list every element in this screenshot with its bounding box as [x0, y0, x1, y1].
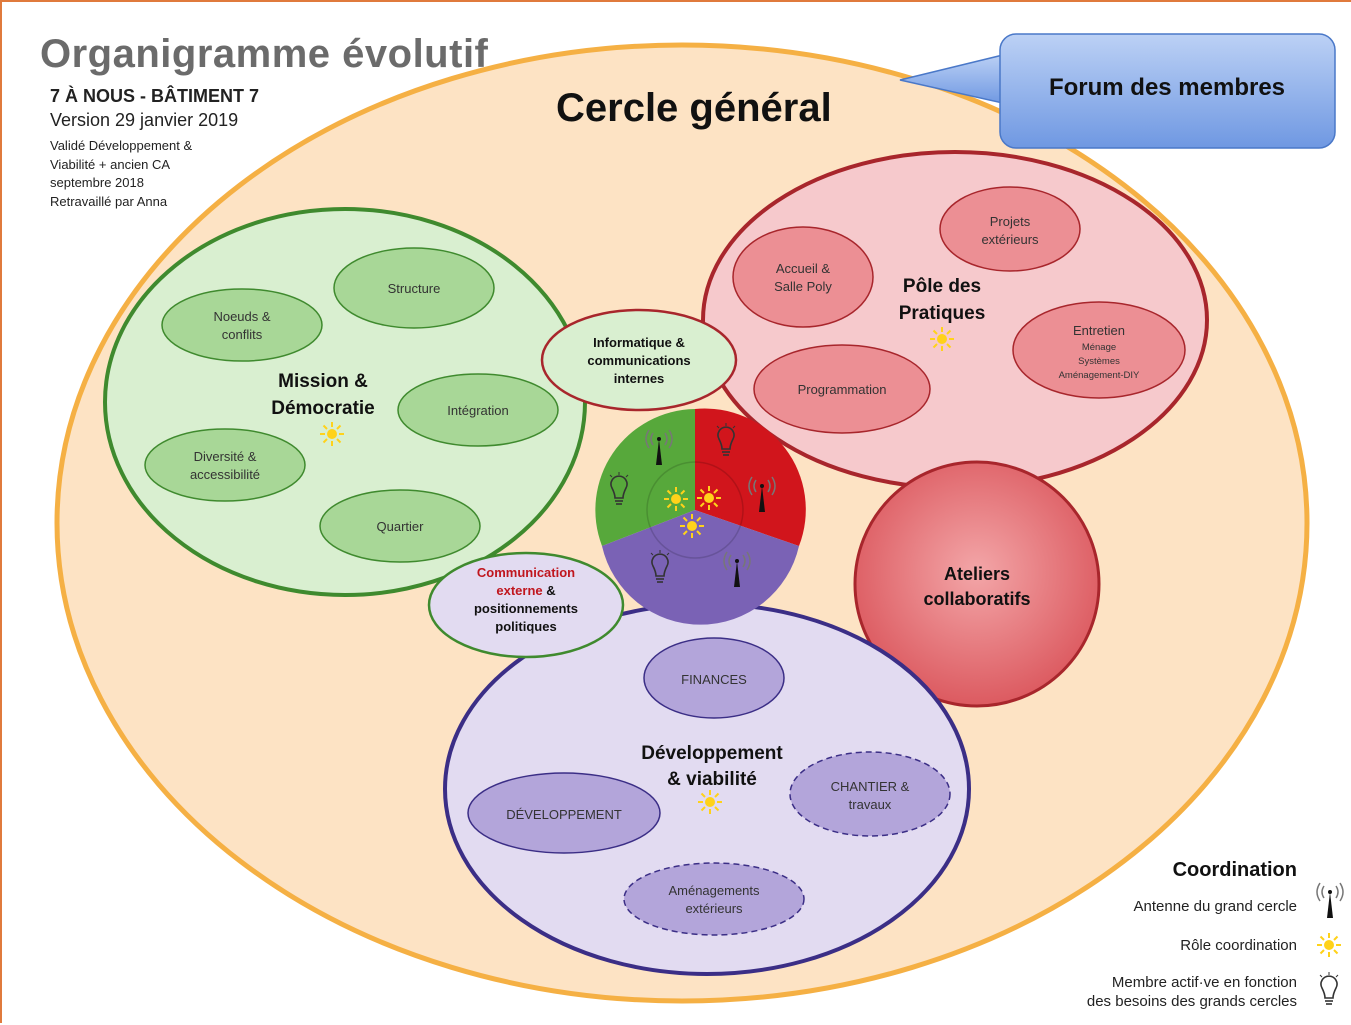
label-structure: Structure — [388, 281, 441, 296]
label-entretien-diy: Aménagement-DIY — [1059, 370, 1140, 381]
pratiques-label: Pôle des — [903, 276, 981, 297]
subcircle-structure — [333, 247, 495, 329]
wheel-segment-purple — [602, 510, 799, 625]
sun-icon — [663, 486, 689, 512]
forum-label: Forum des membres — [1048, 74, 1286, 101]
antenna-icon — [1316, 882, 1344, 919]
subcircle-quartier — [319, 489, 481, 563]
sun-icon — [696, 485, 722, 511]
legend-member-text: Membre actif·ve en fonction des besoins … — [1087, 973, 1297, 1011]
label-chantier: CHANTIER & — [831, 779, 910, 794]
developpement-label: Développement — [641, 743, 783, 764]
note-line: Validé Développement & — [50, 138, 193, 153]
label-quartier: Quartier — [377, 519, 425, 534]
label-finances: FINANCES — [681, 672, 747, 687]
communication-label-3: positionnements — [474, 601, 578, 616]
communication-label: Communication — [477, 565, 575, 580]
label-developpement: DÉVELOPPEMENT — [506, 807, 622, 822]
label-accueil-2: Salle Poly — [774, 279, 832, 294]
center-wheel — [595, 408, 806, 625]
communication-label-2: externe & — [496, 583, 555, 598]
label-entretien: Entretien — [1073, 323, 1125, 338]
wheel-segment-red — [695, 408, 806, 546]
version-text: Version 29 janvier 2019 — [50, 110, 239, 130]
sun-icon — [679, 513, 705, 539]
ateliers-circle — [853, 460, 1101, 708]
note-line: septembre 2018 — [50, 175, 144, 190]
subcircle-developpement — [467, 772, 661, 854]
bridge-labels: Informatique & communications internes C… — [474, 335, 691, 634]
label-integration: Intégration — [447, 403, 508, 418]
legend-antenna-text: Antenne du grand cercle — [1133, 898, 1297, 915]
informatique-label-2: communications — [587, 353, 690, 368]
informatique-label: Informatique & — [593, 335, 685, 350]
legend-member-line: des besoins des grands cercles — [1086, 993, 1297, 1010]
subcircle-integration — [397, 373, 559, 447]
informatique-label-3: internes — [614, 371, 665, 386]
organization-name: 7 À NOUS - BÂTIMENT 7 — [50, 86, 260, 106]
subcircle-noeuds — [161, 288, 323, 362]
subcircle-programmation — [753, 344, 931, 434]
bulb-icon — [1319, 971, 1339, 1005]
subcircle-entretien — [1012, 301, 1186, 399]
informatique-circle — [540, 308, 738, 412]
mission-label: Mission & — [278, 371, 368, 392]
subcircle-projets — [939, 186, 1081, 272]
label-diversite: Diversité & — [194, 449, 257, 464]
note-line: Retravaillé par Anna — [50, 193, 168, 209]
subcircle-amenagements — [623, 862, 805, 936]
legend-role-text: Rôle coordination — [1180, 937, 1297, 954]
label-projets-2: extérieurs — [981, 232, 1039, 247]
legend-member-line: Membre actif·ve en fonction — [1111, 974, 1297, 991]
general-circle-label: Cercle général — [556, 86, 832, 130]
pratiques-label-2: Pratiques — [899, 303, 986, 324]
communication-circle — [427, 551, 625, 659]
label-programmation: Programmation — [798, 382, 887, 397]
label-amenagements: Aménagements — [668, 883, 760, 898]
forum-callout — [999, 33, 1336, 149]
label-noeuds: Noeuds & — [213, 309, 270, 324]
label-noeuds-2: conflits — [222, 327, 263, 342]
subcircle-accueil — [732, 226, 874, 328]
sun-icon — [697, 789, 723, 815]
sun-icon — [1316, 932, 1342, 958]
wheel-segment-green — [595, 409, 695, 546]
page-title: Organigramme évolutif — [40, 32, 489, 76]
sun-icon — [929, 326, 955, 352]
communication-label-4: politiques — [495, 619, 556, 634]
mission-label-2: Démocratie — [271, 398, 375, 419]
subcircle-labels: Structure Noeuds & conflits Intégration … — [190, 214, 1140, 916]
label-amenagements-2: extérieurs — [685, 901, 743, 916]
legend-title: Coordination — [1172, 859, 1297, 881]
sun-icon — [319, 421, 345, 447]
label-projets: Projets — [990, 214, 1031, 229]
ateliers-label: Ateliers — [944, 564, 1010, 584]
main-circle-labels: Mission & Démocratie Pôle des Pratiques … — [271, 276, 1030, 790]
subcircle-finances — [643, 637, 785, 719]
label-accueil: Accueil & — [776, 261, 831, 276]
subcircle-diversite — [144, 428, 306, 502]
label-entretien-menage: Ménage — [1082, 342, 1116, 353]
subcircle-chantier — [789, 751, 951, 837]
validation-note: Validé Développement & Viabilité + ancie… — [50, 137, 192, 211]
label-diversite-2: accessibilité — [190, 467, 260, 482]
label-chantier-2: travaux — [849, 797, 892, 812]
developpement-label-2: & viabilité — [667, 769, 757, 790]
ateliers-label-2: collaboratifs — [923, 589, 1030, 609]
note-line: Viabilité + ancien CA — [50, 156, 171, 172]
label-entretien-systemes: Systèmes — [1078, 356, 1120, 367]
